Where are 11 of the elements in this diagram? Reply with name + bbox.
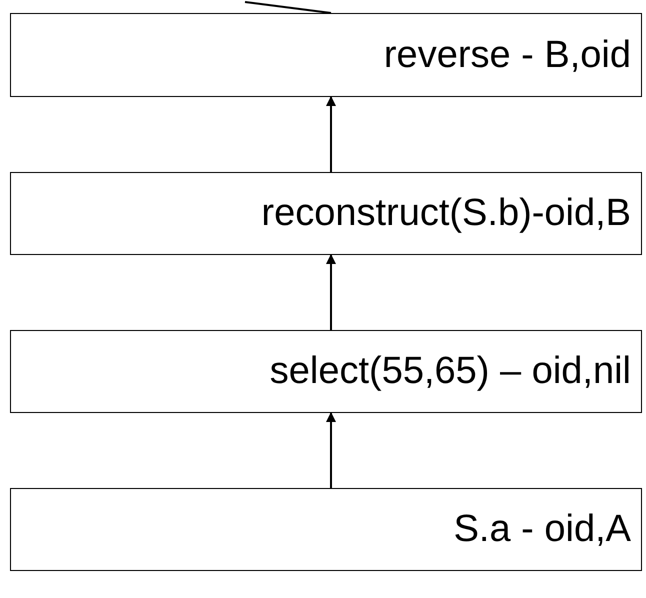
process-box — [10, 13, 642, 97]
process-box — [10, 172, 642, 255]
box-label: select(55,65) – oid,nil — [270, 350, 631, 393]
box-label: S.a - oid,A — [454, 508, 631, 551]
process-box — [10, 330, 642, 413]
process-box — [10, 488, 642, 571]
box-label: reconstruct(S.b)-oid,B — [261, 192, 631, 235]
arrow — [326, 412, 336, 488]
arrow — [326, 254, 336, 330]
box-label: reverse - B,oid — [384, 34, 631, 76]
arrow — [326, 96, 336, 172]
